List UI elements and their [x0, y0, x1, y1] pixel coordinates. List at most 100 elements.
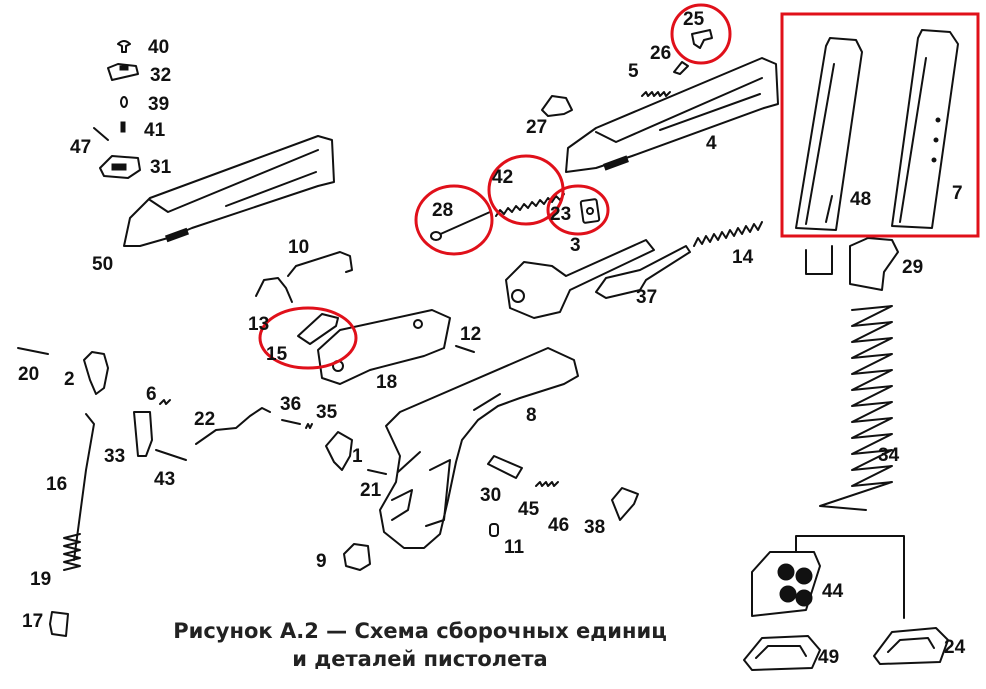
- part-50-slide: [123, 135, 335, 247]
- part-15-disconnector: [297, 313, 339, 345]
- label-27: 27: [526, 117, 547, 138]
- part-47-pin: [93, 127, 109, 141]
- label-31: 31: [150, 157, 172, 178]
- label-14: 14: [732, 247, 754, 268]
- label-42: 42: [492, 167, 513, 188]
- part-26-plunger: [673, 61, 689, 75]
- part-5-spring: [641, 91, 671, 97]
- label-4: 4: [706, 133, 717, 154]
- label-48: 48: [850, 189, 871, 210]
- label-38: 38: [584, 517, 605, 538]
- label-3: 3: [570, 235, 581, 256]
- label-30: 30: [480, 485, 501, 506]
- part-48-magazine: [795, 37, 863, 231]
- label-35: 35: [316, 402, 338, 423]
- part-32-rear-sight: [107, 63, 139, 81]
- label-23: 23: [550, 204, 571, 225]
- label-17: 17: [22, 611, 43, 632]
- part-40-screw: [117, 40, 131, 53]
- part-36-pin: [281, 419, 301, 425]
- part-11-pin: [489, 523, 499, 537]
- label-33: 33: [104, 446, 125, 467]
- label-20: 20: [18, 364, 39, 385]
- part-7-magazine: [891, 29, 959, 229]
- label-24: 24: [944, 637, 966, 658]
- part-49-base-plate: [743, 635, 821, 671]
- label-7: 7: [952, 183, 963, 204]
- bracket-48-7: [805, 245, 833, 275]
- part-21-pin: [367, 469, 387, 475]
- label-34: 34: [878, 445, 900, 466]
- figure-caption-line-2: и деталей пистолета: [292, 647, 548, 671]
- label-25: 25: [683, 9, 705, 30]
- label-8: 8: [526, 405, 537, 426]
- part-29-follower: [849, 237, 899, 291]
- label-13: 13: [248, 314, 269, 335]
- label-41: 41: [144, 120, 166, 141]
- part-43-pin: [155, 449, 187, 461]
- part-3-barrel: [505, 239, 655, 319]
- part-19-mainspring: [63, 533, 81, 571]
- label-11: 11: [504, 537, 525, 558]
- highlight-circle-15: [258, 306, 358, 370]
- label-5: 5: [628, 61, 639, 82]
- part-labels: 25 40 26 5 32 39 27 41 47 4 31 42 48 7 2…: [18, 9, 966, 668]
- part-44-base-insert: [751, 551, 821, 617]
- highlight-circle-23: [546, 184, 610, 236]
- part-42-recoil-spring: [495, 193, 565, 217]
- label-39: 39: [148, 94, 169, 115]
- part-22-trigger-bar: [195, 407, 271, 445]
- part-27-sight: [541, 95, 573, 117]
- part-41-pin: [120, 121, 126, 133]
- label-22: 22: [194, 409, 215, 430]
- part-4-slide: [565, 57, 779, 173]
- label-49: 49: [818, 647, 839, 668]
- part-24-base-plate: [873, 627, 949, 665]
- part-1-trigger: [325, 431, 353, 471]
- part-20-pin: [17, 347, 49, 355]
- part-12-pin: [455, 345, 475, 353]
- label-26: 26: [650, 43, 671, 64]
- part-45-spring: [535, 481, 559, 487]
- part-6-spring: [159, 399, 171, 405]
- part-10-lever: [287, 251, 353, 277]
- label-16: 16: [46, 474, 67, 495]
- label-45: 45: [518, 499, 540, 520]
- part-28-guide-rod: [430, 211, 491, 241]
- label-21: 21: [360, 480, 382, 501]
- label-47: 47: [70, 137, 91, 158]
- part-25-lever: [691, 29, 713, 49]
- part-23-plate: [579, 198, 601, 224]
- label-37: 37: [636, 287, 657, 308]
- highlight-circle-25: [670, 3, 732, 65]
- part-9-block: [343, 543, 371, 571]
- label-12: 12: [460, 324, 481, 345]
- label-9: 9: [316, 551, 327, 572]
- highlight-circle-28: [414, 184, 494, 256]
- part-13-ejector: [255, 277, 293, 303]
- label-6: 6: [146, 384, 157, 405]
- part-34-magazine-spring: [819, 305, 893, 511]
- label-29: 29: [902, 257, 923, 278]
- part-14-spring: [693, 221, 763, 247]
- part-37-guide: [595, 245, 691, 299]
- highlight-annotations: [258, 3, 980, 370]
- label-40: 40: [148, 37, 169, 58]
- label-1: 1: [352, 446, 363, 467]
- part-35-spring: [305, 423, 313, 429]
- label-10: 10: [288, 237, 309, 258]
- label-18: 18: [376, 372, 397, 393]
- part-2-hammer: [83, 351, 109, 395]
- part-18-insert: [317, 309, 451, 385]
- part-30-cylinder: [487, 455, 523, 479]
- label-2: 2: [64, 369, 75, 390]
- label-50: 50: [92, 254, 113, 275]
- part-38-catch: [611, 487, 639, 521]
- label-44: 44: [822, 581, 844, 602]
- part-31-sight-base: [99, 155, 141, 179]
- part-8-frame: [379, 347, 579, 549]
- label-32: 32: [150, 65, 171, 86]
- part-16-hammer-strut: [73, 413, 95, 561]
- part-33-sear: [133, 411, 153, 457]
